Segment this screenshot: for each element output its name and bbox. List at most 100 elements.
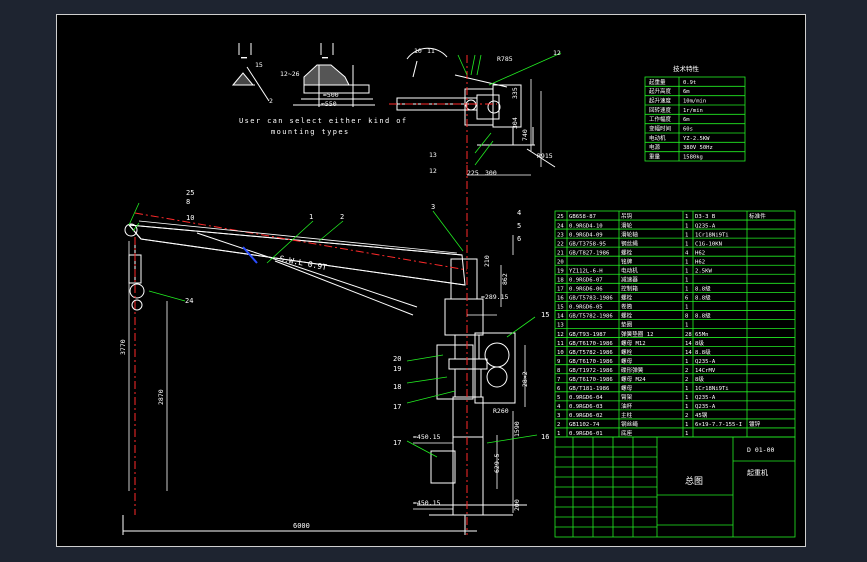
bom-cell-name: 油杯 (621, 402, 633, 410)
section-mark: ▬▬ (241, 55, 247, 61)
bom-cell-code: 0.9RGD4-10 (569, 223, 603, 229)
dim-3770: 3770 (119, 339, 127, 355)
mounting-note-line1: User can select either kind of (239, 117, 407, 125)
balloon-24: 8 (186, 198, 190, 206)
dim-740: 740 (521, 129, 529, 141)
bom-cell-qty: 1 (685, 278, 688, 284)
dim-210: 210 (483, 255, 491, 267)
bom-cell-qty: 1 (685, 241, 688, 247)
bom-cell-no: 6 (557, 386, 560, 392)
bom-cell-no: 16 (557, 296, 564, 302)
bom-cell-code: 0.9RGD6-03 (569, 404, 603, 410)
balloon-15: 15 (541, 311, 549, 319)
bom-cell-qty: 1 (685, 305, 688, 311)
bom-cell-name: 碟形弹簧 (621, 366, 644, 374)
tech-table-label: 重量 (649, 153, 661, 161)
bom-cell-qty: 1 (685, 386, 688, 392)
tech-table-label: 起升速度 (649, 97, 672, 105)
bom-cell-note: 标准件 (749, 212, 766, 220)
bom-cell-code: GB/T5782-1986 (569, 350, 613, 356)
boom-marker (242, 246, 258, 264)
tech-table-value: 1580kg (683, 155, 703, 161)
bom-cell-qty: 1 (685, 323, 688, 329)
dim-28x2: 28×2 (521, 371, 529, 387)
bom-cell-no: 24 (557, 223, 564, 229)
bom-cell-code: 0.9RGD6-05 (569, 305, 603, 311)
bom-cell-qty: 1 (685, 422, 688, 428)
bom-cell-no: 4 (557, 404, 561, 410)
bom-cell-qty: 1 (685, 259, 688, 265)
bom-cell-name: 垫圈 (621, 321, 633, 329)
bom-cell-no: 14 (557, 314, 564, 320)
dim-1590: 1590 (513, 421, 521, 437)
bom-cell-name: 弹簧垫圈 12 (621, 330, 653, 338)
bom-cell-code: GB/T5783-1986 (569, 296, 613, 302)
dim-2870: 2870 (157, 389, 165, 405)
bom-cell-code: GB/T181-1986 (569, 386, 609, 392)
bom-cell-qty: 14 (685, 350, 692, 356)
dim-200: 200 (513, 499, 521, 511)
bom-cell-material: H62 (695, 250, 705, 256)
bom-cell-no: 2 (557, 422, 560, 428)
bom-cell-name: 电动机 (621, 266, 638, 274)
bom-cell-material: 8级 (695, 339, 704, 347)
bom-cell-code: 0.9RGD6-07 (569, 278, 603, 284)
dim-300: 300 (485, 169, 497, 177)
balloon-12-top: 12 (553, 49, 561, 57)
bom-cell-qty: 6 (685, 296, 688, 302)
balloon-21: 20 (393, 355, 401, 363)
bom-cell-material: 14CrMV (695, 368, 716, 374)
bom-cell-code: GB/T827-1986 (569, 250, 609, 256)
bom-cell-no: 11 (557, 341, 564, 347)
tech-table-value: 0.9t (683, 80, 696, 86)
tech-table-value: 380V 50Hz (683, 145, 713, 151)
bom-cell-material: 2.5KW (695, 268, 712, 274)
dim-2: 2 (269, 97, 273, 105)
bom-cell-name: 铭牌 (621, 257, 633, 265)
bom-cell-no: 17 (557, 287, 564, 293)
bom-cell-name: 螺母 (621, 384, 633, 392)
balloon-13-top: 12 (429, 167, 437, 175)
bom-cell-qty: 2 (685, 377, 688, 383)
balloon-23: 25 (186, 189, 194, 197)
balloon-25: 10 (186, 214, 194, 222)
balloon-16: 16 (541, 433, 549, 441)
dim-r785: R785 (497, 55, 513, 63)
bom-cell-code: YZ112L-6-H (569, 268, 603, 274)
bom-cell-material: 1Cr18Ni9Ti (695, 386, 729, 392)
bom-cell-name: 螺母 (621, 357, 633, 365)
bom-cell-material: 8.8级 (695, 312, 711, 320)
bom-cell-material: H62 (695, 259, 705, 265)
crane-drawing: ▬▬ ▬▬ 15 2 12~26 ≈500 ≈550 User can sele… (119, 43, 796, 538)
bom-cell-no: 15 (557, 305, 564, 311)
balloon-6: 6 (517, 235, 521, 243)
bom-cell-qty: 28 (685, 332, 692, 338)
bom-cell-qty: 1 (685, 223, 688, 229)
mounting-detail (231, 43, 375, 107)
bom-cell-material: D3-3 B (695, 214, 716, 220)
bom-cell-name: 吊钩 (621, 212, 633, 220)
bom-cell-name: 钢丝绳 (621, 420, 638, 428)
bom-cell-no: 20 (557, 259, 564, 265)
bom-cell-code: GB/T5782-1986 (569, 314, 613, 320)
bom-cell-code: 0.9RGD6-01 (569, 431, 603, 437)
bom-cell-material: 8.8级 (695, 285, 711, 293)
bom-cell-code: GB658-87 (569, 214, 596, 220)
dim-r260: R260 (493, 407, 509, 415)
balloon-17: 17 (393, 439, 401, 447)
balloon-4: 4 (517, 209, 521, 217)
bom-cell-no: 21 (557, 250, 564, 256)
bom-cell-name: 控制箱 (621, 285, 638, 293)
bom-cell-material: 1Cr18Ni9Ti (695, 232, 729, 238)
bom-cell-name: 螺母 M12 (621, 339, 646, 347)
drawing-code: D 01-00 (747, 446, 774, 454)
balloon-8: 10 (414, 47, 422, 55)
dim-12-26: 12~26 (280, 70, 300, 78)
tech-table-label: 电源 (649, 143, 661, 151)
bom-cell-no: 9 (557, 359, 560, 365)
dim-225: 225 (467, 169, 479, 177)
balloon-19: 18 (393, 383, 401, 391)
bom-cell-qty: 2 (685, 413, 688, 419)
balloon-2: 2 (340, 213, 344, 221)
